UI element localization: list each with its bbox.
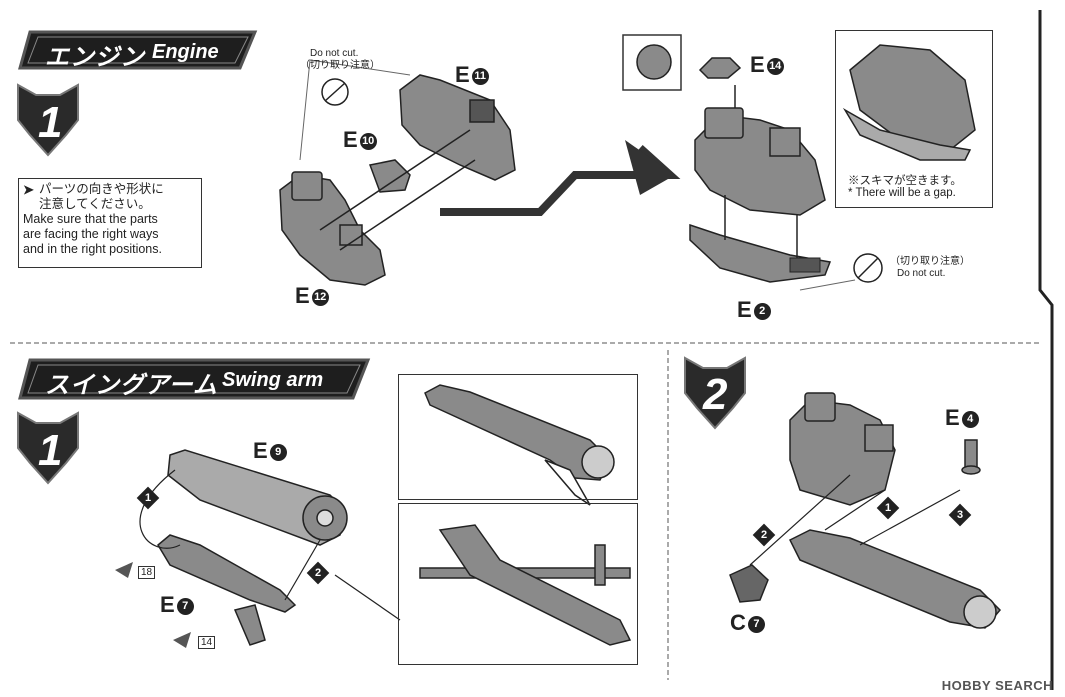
engine-block-e12 [279,171,386,286]
swing-arm-title-jp: スイングアーム [45,372,218,399]
note-arrow-icon: ➤ [23,182,34,197]
gap-note-jp: ※スキマが空きます。 [848,175,962,187]
engine-title-jp: エンジン [45,44,145,71]
note-en-line2: are facing the right ways [23,227,159,241]
do-not-cut-top-jp: （切り取り注意） [300,60,380,71]
no-cut-leader [799,279,856,291]
runner-tag-14: 14 [198,636,216,649]
engine-half-e11 [399,74,516,181]
bracket-c7 [729,564,769,603]
e14-part [698,57,742,79]
engine-arrows [299,59,476,251]
runner-icon-2 [173,632,191,648]
runner-tag-18: 18 [138,566,156,579]
assembly-engine [789,392,896,506]
swing-step-number: 1 [38,426,63,475]
orientation-note: パーツの向きや形状に 注意してください。 Make sure that the … [18,178,202,268]
step-shield-2 [684,356,746,430]
watermark: HOBBY SEARCH [941,678,1053,693]
detail-pin [419,524,632,646]
assembled-engine [694,107,826,216]
engine-base-e2 [689,223,832,283]
assembly-arrows [749,474,961,566]
engine-title-en: Engine [152,41,219,63]
do-not-cut-top-en: Do not cut. [310,48,359,59]
pin-e4 [961,439,981,475]
gap-note-box [835,30,993,208]
swing-arm-detail-box [398,374,638,500]
assembly-step-number: 2 [703,370,728,419]
no-cut-symbol-top [321,78,349,106]
swing-arm-e7 [157,534,297,646]
e14-detail-part [636,44,672,80]
swing-arm-banner [18,358,371,400]
engine-step-number: 1 [38,98,63,147]
note-jp-line1: パーツの向きや形状に [39,182,164,196]
gap-note-en: * There will be a gap. [848,187,956,199]
step-shield-1 [17,83,79,157]
note-en-line1: Make sure that the parts [23,212,158,226]
engine-banner [18,30,258,70]
runner-icon-1 [115,562,133,578]
pin-detail-box [398,503,638,665]
swing-arm-title-en: Swing arm [222,369,324,391]
step-shield-swing [17,411,79,485]
swing-arrows [139,469,401,621]
e2-arrows [724,195,798,258]
transition-arrow-head [625,140,675,195]
do-not-cut-right-jp: （切り取り注意） [890,256,970,267]
note-jp-line2: 注意してください。 [39,197,151,211]
assembly-swing-arm [788,529,1002,629]
engine-part-e10 [368,159,411,193]
detail-swing-arm [424,384,615,506]
do-not-cut-right-en: Do not cut. [897,268,946,279]
page-edge [1038,10,1054,690]
no-cut-symbol-right [853,253,883,283]
gap-illustration [842,44,976,161]
chain-e9 [167,449,348,546]
note-en-line3: and in the right positions. [23,242,162,256]
